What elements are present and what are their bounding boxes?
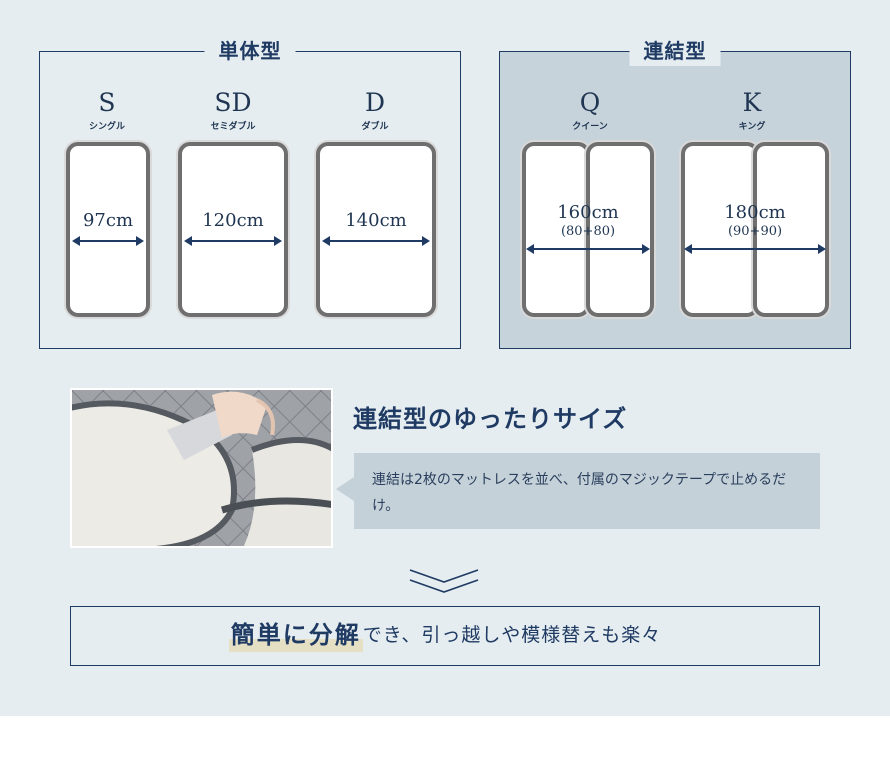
mattress-semi-double: 120cm bbox=[178, 142, 288, 317]
size-kana: キング bbox=[738, 122, 766, 132]
mattress-double: 140cm bbox=[316, 142, 436, 317]
width-value: 97cm bbox=[82, 210, 134, 231]
banner-text: でき、引っ越しや模様替えも楽々 bbox=[362, 624, 662, 646]
queen-dimension-label: 160cm (80+80) bbox=[522, 202, 654, 240]
size-letter: K bbox=[742, 88, 762, 117]
size-label-sd: SD セミダブル bbox=[188, 88, 278, 134]
size-kana: シングル bbox=[88, 122, 125, 132]
mattress-queen-right bbox=[586, 142, 654, 317]
mattress-king-left bbox=[681, 142, 759, 317]
size-letter: D bbox=[364, 88, 386, 117]
size-label-s: S シングル bbox=[72, 88, 142, 134]
linked-type-title: 連結型 bbox=[629, 36, 721, 66]
size-label-q: Q クイーン bbox=[550, 88, 630, 134]
easy-disassembly-banner: 簡単に分解でき、引っ越しや模様替えも楽々 bbox=[70, 606, 820, 666]
size-kana: セミダブル bbox=[210, 122, 256, 132]
width-value: 160cm bbox=[557, 202, 619, 223]
linked-type-panel: 連結型 Q クイーン 160cm (80+80) K キング 180cm (90… bbox=[499, 36, 851, 349]
feature-title: 連結型のゆったりサイズ bbox=[353, 405, 628, 433]
width-arrow bbox=[72, 236, 144, 246]
feature-description-box: 連結は2枚のマットレスを並べ、付属のマジックテープで止めるだけ。 bbox=[336, 453, 820, 529]
mattress-photo-illustration bbox=[72, 390, 331, 546]
king-dimension-label: 180cm (90+90) bbox=[681, 202, 829, 240]
size-comparison-section: 単体型 S シングル 97cm SD セミダブル 120cm D ダブル bbox=[0, 0, 890, 716]
mattress-queen-left bbox=[522, 142, 590, 317]
mattress-velcro-photo bbox=[70, 388, 333, 548]
single-type-title: 単体型 bbox=[204, 36, 296, 66]
width-value: 120cm bbox=[202, 210, 264, 231]
width-arrow bbox=[184, 236, 282, 246]
size-kana: クイーン bbox=[572, 122, 608, 132]
feature-description: 連結は2枚のマットレスを並べ、付属のマジックテープで止めるだけ。 bbox=[372, 472, 787, 514]
dimension-label: 120cm bbox=[182, 210, 284, 232]
width-arrow bbox=[322, 236, 430, 246]
width-breakdown: (80+80) bbox=[560, 224, 616, 239]
size-letter: Q bbox=[579, 88, 601, 117]
width-value: 140cm bbox=[345, 210, 407, 231]
double-chevron-down-icon bbox=[409, 569, 479, 593]
dimension-label: 140cm bbox=[320, 210, 432, 232]
banner-highlight: 簡単に分解 bbox=[228, 618, 363, 652]
width-value: 180cm bbox=[724, 202, 786, 223]
size-letter: S bbox=[98, 88, 116, 117]
size-kana: ダブル bbox=[361, 122, 389, 132]
dimension-label: 97cm bbox=[70, 210, 146, 232]
mattress-king-right bbox=[753, 142, 829, 317]
width-breakdown: (90+90) bbox=[727, 224, 783, 239]
mattress-single: 97cm bbox=[66, 142, 150, 317]
size-letter: SD bbox=[214, 88, 252, 117]
size-label-d: D ダブル bbox=[340, 88, 410, 134]
king-width-arrow bbox=[684, 244, 826, 254]
single-type-panel: 単体型 S シングル 97cm SD セミダブル 120cm D ダブル bbox=[39, 36, 461, 349]
size-label-k: K キング bbox=[712, 88, 792, 134]
queen-width-arrow bbox=[526, 244, 650, 254]
